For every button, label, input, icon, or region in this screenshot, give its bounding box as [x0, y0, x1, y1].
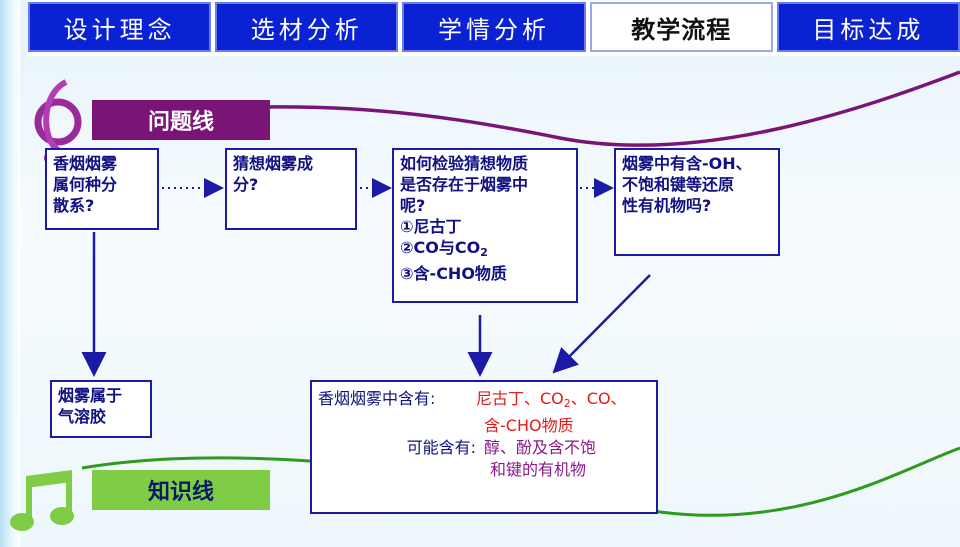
possible-row-2: 和键的有机物 — [318, 459, 650, 481]
box-text: 性有机物吗? — [622, 196, 712, 215]
box-text: 属何种分 — [53, 175, 118, 194]
box-text: 气溶胶 — [58, 407, 107, 426]
box-text: ①尼古丁 — [400, 217, 462, 236]
box-text: 是否存在于烟雾中 — [400, 175, 529, 194]
box-text: 猜想烟雾成 — [233, 154, 314, 173]
tab-design-concept[interactable]: 设计理念 — [28, 2, 212, 52]
box-text: 香烟烟雾 — [53, 154, 118, 173]
question-box-reducing-organics: 烟雾中有含-OH、 不饱和键等还原 性有机物吗? — [614, 148, 780, 256]
question-box-dispersion: 香烟烟雾 属何种分 散系? — [45, 148, 159, 230]
box-text: 如何检验猜想物质 — [400, 154, 529, 173]
box-text: 分? — [233, 175, 259, 194]
possible-value: 醇、酚及含不饱 — [484, 438, 597, 457]
problem-line-label: 问题线 — [92, 100, 270, 140]
nav-tabs: 设计理念 选材分析 学情分析 教学流程 目标达成 — [28, 0, 960, 56]
box-text: 烟雾中有含-OH、 — [622, 154, 752, 173]
tab-material-analysis[interactable]: 选材分析 — [215, 2, 399, 52]
knowledge-box-aerosol: 烟雾属于 气溶胶 — [50, 380, 152, 438]
box-text-co: ②CO与CO2 — [400, 238, 488, 259]
question-box-guess-components: 猜想烟雾成 分? — [225, 148, 357, 230]
question-box-verify-substances: 如何检验猜想物质 是否存在于烟雾中 呢? ①尼古丁 ②CO与CO2 ③含-CHO… — [392, 148, 578, 303]
box-text: 不饱和键等还原 — [622, 175, 735, 194]
side-stripe — [0, 0, 20, 547]
contains-row: 香烟烟雾中含有: 尼古丁、CO2、CO、 — [318, 388, 650, 415]
box-text: ③含-CHO物质 — [400, 264, 507, 283]
tab-goal-achievement[interactable]: 目标达成 — [776, 2, 960, 52]
tab-student-analysis[interactable]: 学情分析 — [402, 2, 586, 52]
possible-row: 可能含有: 醇、酚及含不饱 — [318, 437, 650, 459]
possible-value-2: 和键的有机物 — [490, 460, 587, 479]
contains-label: 香烟烟雾中含有: — [318, 389, 436, 408]
box-text: 散系? — [53, 196, 95, 215]
contains-value-2: 含-CHO物质 — [484, 416, 574, 435]
arrow-q4-k2 — [552, 274, 651, 374]
box-text: 烟雾属于 — [58, 386, 123, 405]
music-note-icon — [10, 470, 74, 531]
knowledge-box-smoke-contents: 香烟烟雾中含有: 尼古丁、CO2、CO、 含-CHO物质 可能含有: 醇、酚及含… — [310, 380, 658, 514]
knowledge-line-label: 知识线 — [92, 470, 270, 510]
tab-teaching-process[interactable]: 教学流程 — [589, 2, 773, 52]
box-text: 呢? — [400, 196, 426, 215]
contains-row-2: 含-CHO物质 — [318, 415, 650, 437]
possible-label: 可能含有: — [406, 438, 476, 457]
contains-value: 尼古丁、CO2、CO、 — [476, 389, 627, 410]
